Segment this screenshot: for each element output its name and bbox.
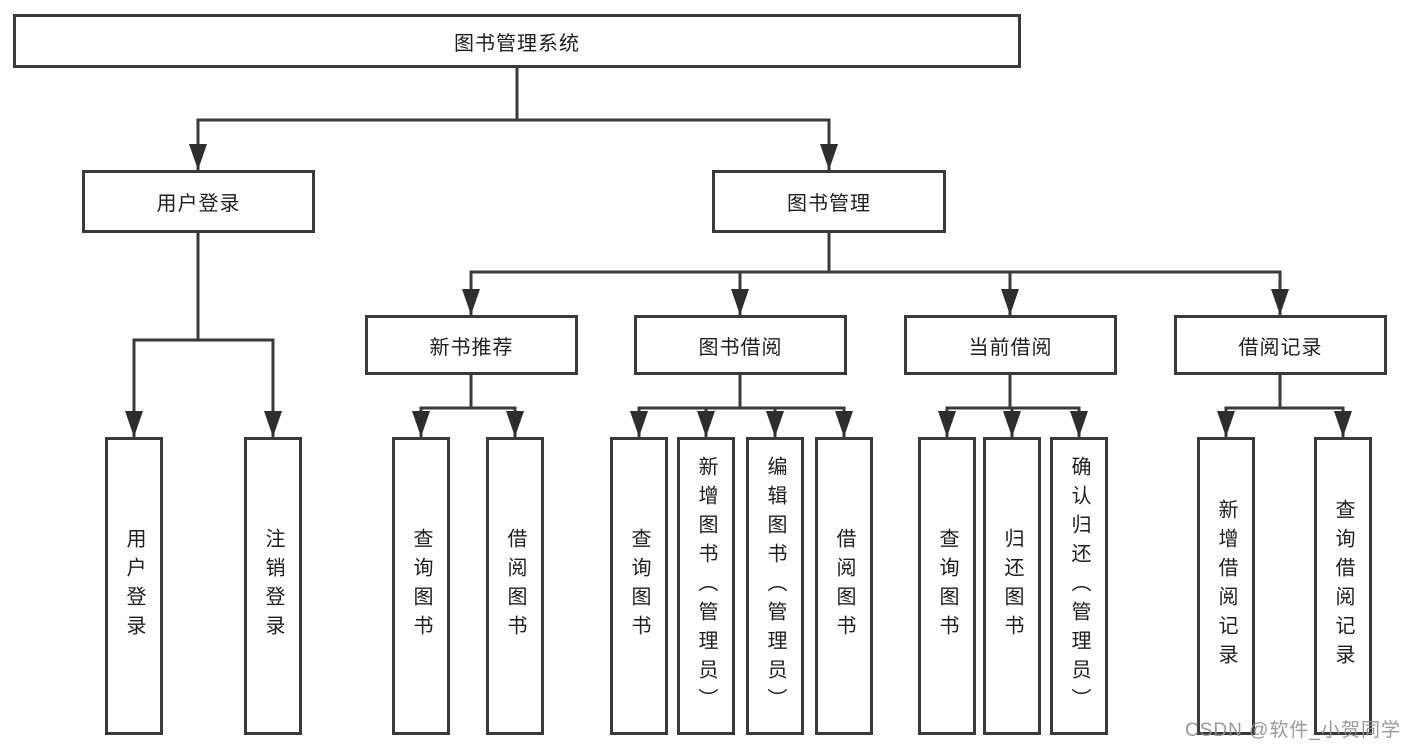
leaf-borrow-query-books: 查询图书 — [610, 437, 668, 735]
leaf-borrow-borrow-books-label: 借阅图书 — [833, 528, 855, 644]
leaf-logout-label: 注销登录 — [262, 528, 284, 644]
leaf-borrow-borrow-books: 借阅图书 — [815, 437, 873, 735]
node-book-borrow: 图书借阅 — [634, 315, 847, 375]
node-book-borrow-label: 图书借阅 — [698, 336, 783, 359]
leaf-current-confirm-return-admin-label: 确认归还（管理员） — [1068, 455, 1090, 717]
csdn-watermark: CSDN @软件_小贺同学 — [1185, 720, 1401, 741]
leaf-user-login: 用户登录 — [105, 437, 163, 735]
leaf-current-return-books-label: 归还图书 — [1001, 528, 1023, 644]
leaf-recommend-borrow-books: 借阅图书 — [486, 437, 544, 735]
leaf-recommend-query-books: 查询图书 — [392, 437, 450, 735]
node-book-management-label: 图书管理 — [787, 193, 871, 215]
leaf-current-query-books-label: 查询图书 — [936, 528, 958, 644]
leaf-current-confirm-return-admin: 确认归还（管理员） — [1050, 437, 1108, 735]
leaf-current-query-books: 查询图书 — [918, 437, 976, 735]
node-library-system-label: 图书管理系统 — [454, 32, 580, 55]
node-new-book-recommend: 新书推荐 — [365, 315, 578, 375]
node-user-login-group: 用户登录 — [82, 170, 315, 233]
leaf-borrow-edit-books-admin-label: 编辑图书（管理员） — [764, 455, 786, 717]
leaf-records-add-record-label: 新增借阅记录 — [1215, 499, 1237, 673]
leaf-borrow-edit-books-admin: 编辑图书（管理员） — [746, 437, 804, 735]
leaf-records-query-record: 查询借阅记录 — [1314, 437, 1372, 735]
node-borrow-records-label: 借阅记录 — [1238, 336, 1323, 359]
leaf-logout: 注销登录 — [244, 437, 302, 735]
node-current-borrow: 当前借阅 — [904, 315, 1117, 375]
leaf-records-query-record-label: 查询借阅记录 — [1332, 499, 1354, 673]
node-borrow-records: 借阅记录 — [1174, 315, 1387, 375]
leaf-borrow-add-books-admin: 新增图书（管理员） — [677, 437, 735, 735]
node-user-login-group-label: 用户登录 — [156, 193, 241, 215]
leaf-recommend-borrow-books-label: 借阅图书 — [504, 528, 526, 644]
leaf-borrow-query-books-label: 查询图书 — [628, 528, 650, 644]
leaf-current-return-books: 归还图书 — [983, 437, 1041, 735]
leaf-borrow-add-books-admin-label: 新增图书（管理员） — [695, 455, 717, 717]
node-current-borrow-label: 当前借阅 — [968, 336, 1053, 359]
node-new-book-recommend-label: 新书推荐 — [429, 336, 514, 359]
node-library-system: 图书管理系统 — [13, 14, 1021, 68]
leaf-recommend-query-books-label: 查询图书 — [410, 528, 432, 644]
leaf-user-login-label: 用户登录 — [123, 528, 145, 644]
node-book-management: 图书管理 — [712, 170, 946, 233]
leaf-records-add-record: 新增借阅记录 — [1197, 437, 1255, 735]
